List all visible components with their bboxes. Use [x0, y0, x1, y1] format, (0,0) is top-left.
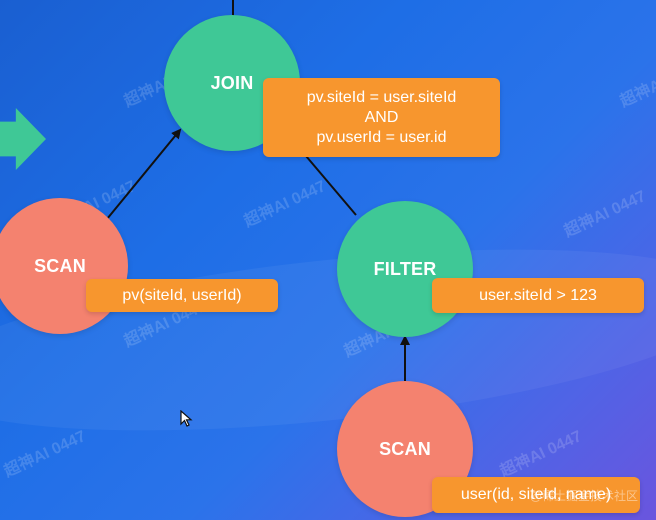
scan-right-table-text: user(id, siteId, name) [460, 486, 612, 503]
right-arrow-icon [0, 108, 46, 170]
credit-text: @稀土掘金技术社区 [529, 489, 638, 503]
watermark: 超神AI 0447 [497, 427, 585, 481]
filter-node-label: FILTER [373, 258, 437, 279]
join-node-label: JOIN [210, 72, 254, 93]
join-condition-label: pv.siteId = user.siteId AND pv.userId = … [263, 78, 500, 157]
filter-condition-text: user.siteId > 123 [479, 286, 597, 304]
mouse-pointer-icon [180, 410, 193, 427]
filter-node: FILTER [337, 201, 473, 337]
scan-right-table-label: user(id, siteId, name) [432, 477, 640, 513]
watermark: 超神AI 0447 [561, 187, 649, 241]
watermark: 超神AI 0447 [241, 177, 329, 231]
join-condition-line-2: AND [364, 108, 399, 126]
watermark: 超神AI 0447 [1, 427, 89, 481]
scan-right-node-label: SCAN [379, 438, 431, 459]
scan-left-table-label: pv(siteId, userId) [86, 279, 278, 312]
filter-condition-label: user.siteId > 123 [432, 278, 644, 313]
edge-scan-left-to-join [106, 128, 182, 220]
join-condition-line-1: pv.siteId = user.siteId [306, 88, 457, 106]
scan-left-table-text: pv(siteId, userId) [122, 286, 242, 304]
watermark: 超神AI 0447 [617, 58, 656, 111]
join-condition-line-3: pv.userId = user.id [316, 128, 447, 146]
scan-left-node-label: SCAN [34, 255, 86, 276]
